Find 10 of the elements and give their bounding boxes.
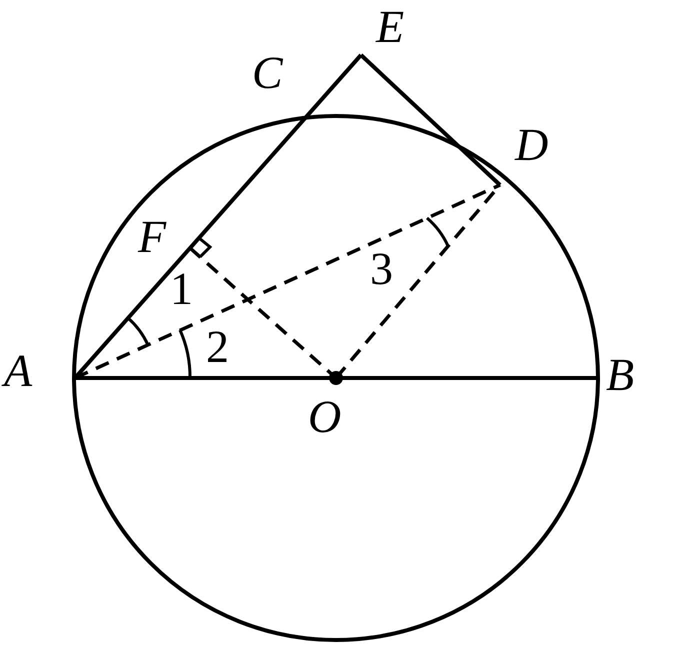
point-label: A xyxy=(4,348,32,394)
point-label: E xyxy=(376,4,404,50)
point-label: 1 xyxy=(170,266,193,312)
point-label: B xyxy=(606,352,634,398)
point-label: D xyxy=(515,122,548,168)
point-label: C xyxy=(252,50,283,96)
point-label: F xyxy=(138,214,166,260)
point-label: O xyxy=(308,394,342,440)
point-label: 3 xyxy=(370,246,393,292)
point-label: 2 xyxy=(206,324,229,370)
